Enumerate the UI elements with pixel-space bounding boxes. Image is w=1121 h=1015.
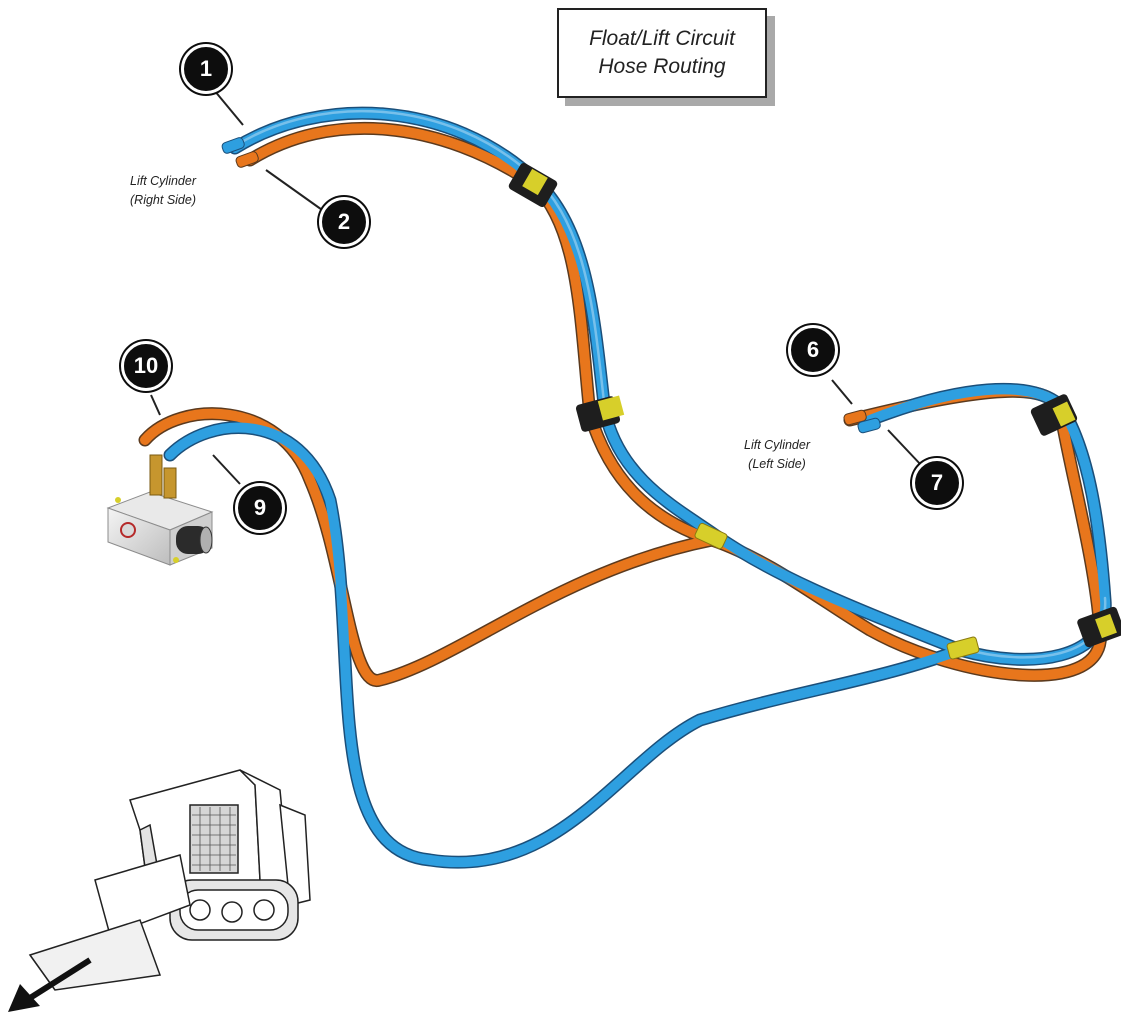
leader-lines — [150, 89, 923, 485]
skid-steer-loader-icon — [28, 769, 311, 991]
callout-6: 6 — [788, 325, 838, 375]
callout-9: 9 — [235, 483, 285, 533]
right-lift-cylinder-label: Lift Cylinder (Right Side) — [108, 172, 218, 210]
hose-clamp-icon — [1077, 606, 1121, 648]
hose-clamp-icon — [1030, 394, 1078, 436]
orange-hoses — [140, 123, 1106, 686]
diagram-title-line1: Float/Lift Circuit — [589, 26, 735, 50]
callout-1: 1 — [181, 44, 231, 94]
forward-direction-arrow-icon — [8, 957, 92, 1012]
valve-block-icon — [106, 454, 214, 566]
left-lift-cylinder-label-line2: (Left Side) — [748, 456, 806, 471]
right-lift-cylinder-label-line1: Lift Cylinder — [130, 174, 196, 188]
hose-clamp-icon — [508, 162, 558, 208]
hose-end-fittings — [221, 137, 881, 434]
right-lift-cylinder-label-line2: (Right Side) — [130, 192, 196, 207]
diagram-title-line2: Hose Routing — [598, 55, 726, 78]
callout-7: 7 — [912, 458, 962, 508]
left-lift-cylinder-label: Lift Cylinder (Left Side) — [722, 436, 832, 474]
left-lift-cylinder-label-line1: Lift Cylinder — [744, 438, 810, 452]
diagram-title-box: Float/Lift Circuit Hose Routing — [557, 8, 767, 98]
callout-2: 2 — [319, 197, 369, 247]
tee-fitting-icon — [946, 636, 980, 660]
callout-10: 10 — [121, 341, 171, 391]
blue-hoses — [165, 108, 1111, 868]
hose-clamp-icon — [575, 395, 625, 432]
tee-fitting-icon — [694, 522, 728, 550]
